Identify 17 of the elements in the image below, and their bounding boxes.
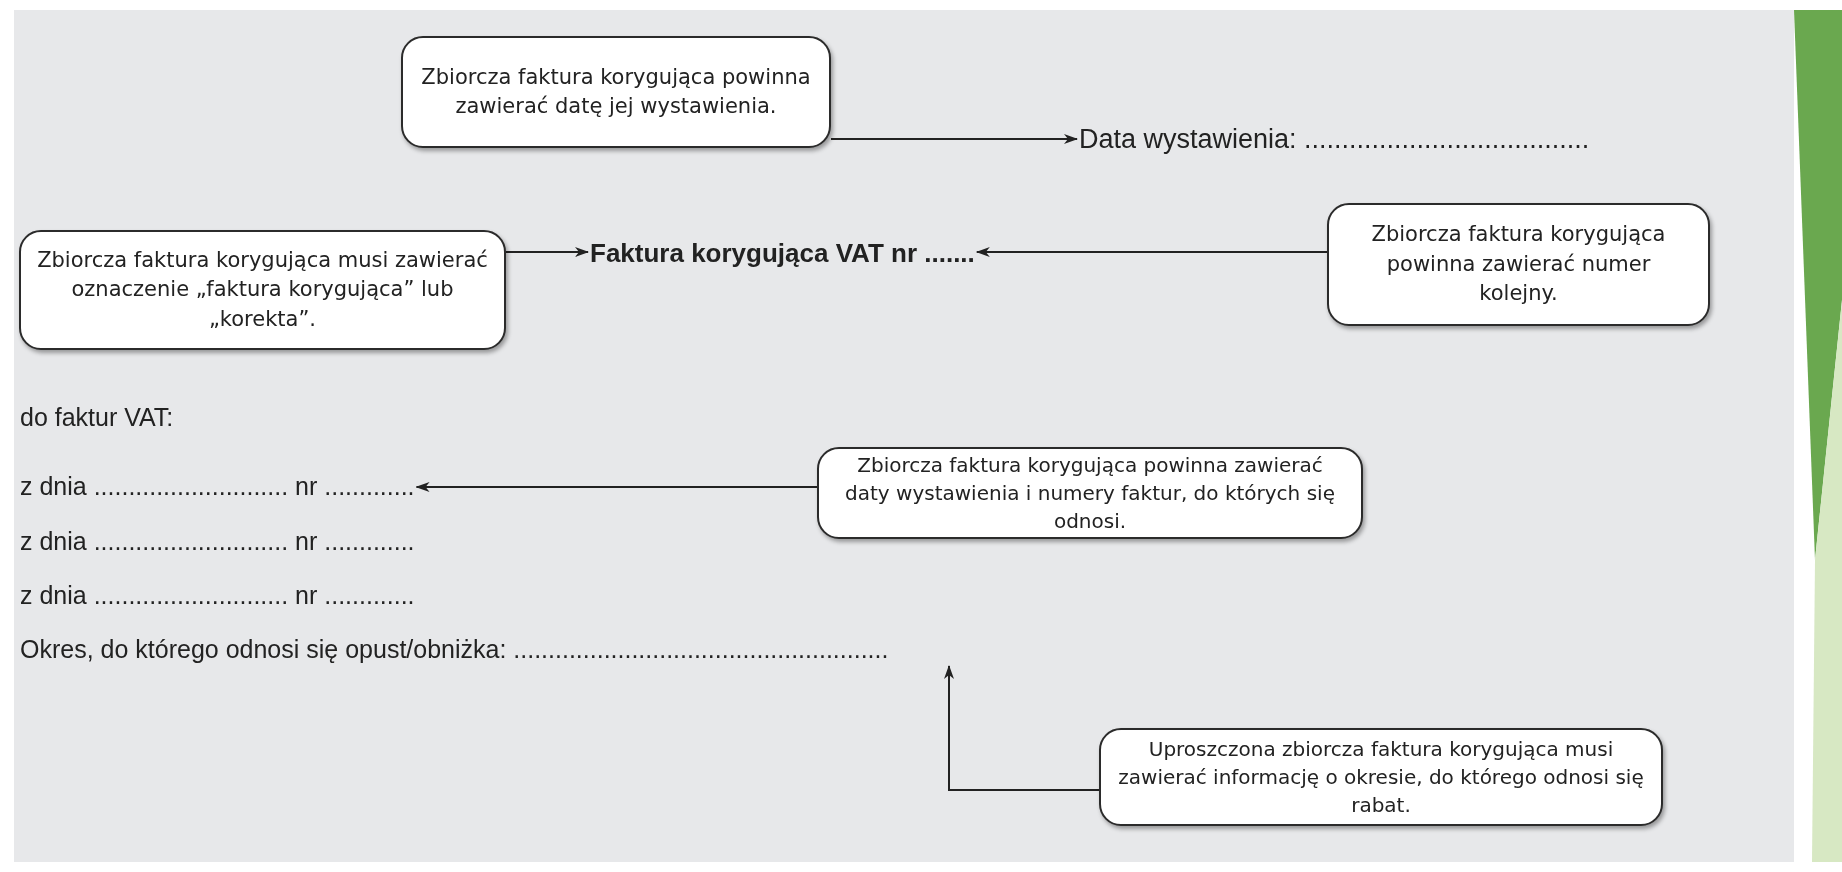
callout-box: Zbiorcza faktura korygująca powinna zawierać datę jej wystawienia. [401,36,831,148]
callout-box: Uproszczona zbiorcza faktura korygująca musi zawierać informację o okresie, do którego odnosi się rabat. [1099,728,1663,826]
form-field-text: do faktur VAT: [20,403,174,432]
arrow [975,247,1328,257]
form-field-text: Okres, do którego odnosi się opust/obniżka: ...................................................... [20,635,889,664]
arrow [505,247,589,257]
form-field-text: z dnia ............................ nr ............. [20,527,415,556]
arrow [944,665,1100,791]
form-field-text: z dnia ............................ nr ............. [20,581,415,610]
form-field-text: z dnia ............................ nr ............. [20,472,415,501]
arrow [830,134,1078,144]
form-field-text: Data wystawienia: ...................................... [1079,124,1590,155]
arrow [415,482,818,492]
callout-box: Zbiorcza faktura korygująca powinna zawierać numer kolejny. [1327,203,1710,326]
form-heading: Faktura korygująca VAT nr ....... [590,238,975,269]
callout-box: Zbiorcza faktura korygująca musi zawierać oznaczenie „faktura korygująca” lub „korekta”. [19,230,506,350]
callout-box: Zbiorcza faktura korygująca powinna zawierać daty wystawienia i numery faktur, do których się odnosi. [817,447,1363,539]
